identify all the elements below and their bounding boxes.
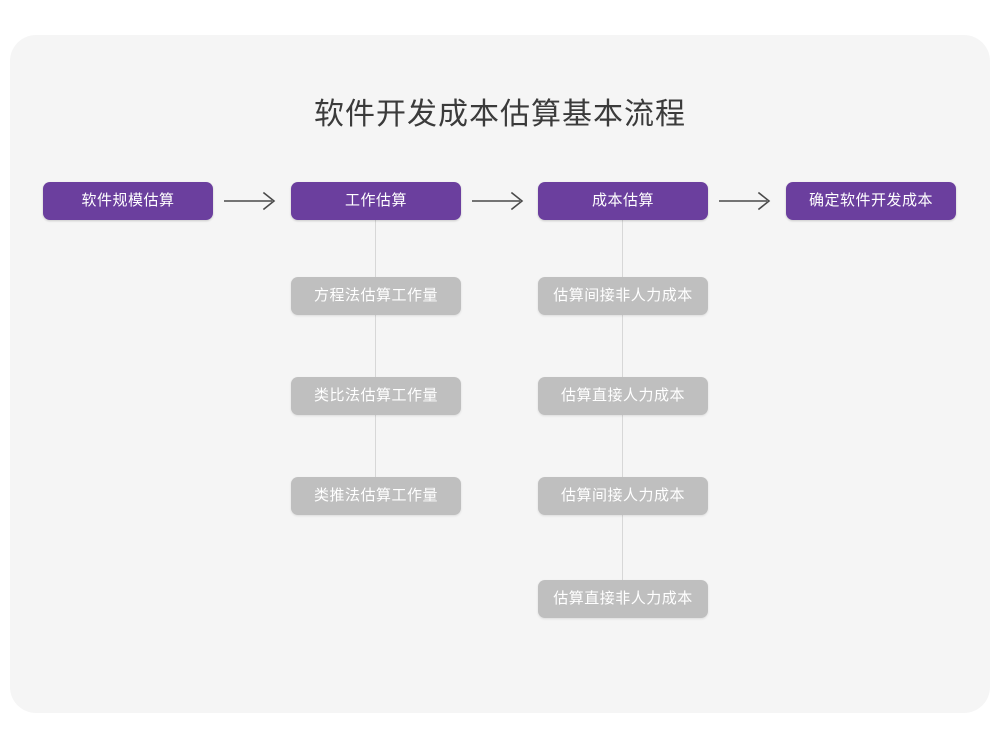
step-software-scale-estimation[interactable]: 软件规模估算	[43, 182, 213, 220]
substep-indirect-nonlabor-cost[interactable]: 估算间接非人力成本	[538, 277, 708, 315]
step-label: 确定软件开发成本	[808, 192, 933, 209]
step-effort-estimation[interactable]: 工作估算	[291, 182, 461, 220]
substep-inference-method-effort[interactable]: 类推法估算工作量	[291, 477, 461, 515]
substep-label: 估算直接非人力成本	[553, 590, 693, 607]
step-label: 成本估算	[591, 192, 654, 209]
substep-direct-nonlabor-cost[interactable]: 估算直接非人力成本	[538, 580, 708, 618]
substep-label: 类比法估算工作量	[313, 387, 438, 404]
substep-label: 方程法估算工作量	[313, 287, 438, 304]
step-cost-estimation[interactable]: 成本估算	[538, 182, 708, 220]
substep-equation-method-effort[interactable]: 方程法估算工作量	[291, 277, 461, 315]
connector-line-effort	[375, 220, 376, 498]
step-label: 软件规模估算	[81, 192, 175, 209]
substep-label: 估算直接人力成本	[560, 387, 685, 404]
substep-label: 类推法估算工作量	[313, 487, 438, 504]
substep-indirect-labor-cost[interactable]: 估算间接人力成本	[538, 477, 708, 515]
substep-analogy-method-effort[interactable]: 类比法估算工作量	[291, 377, 461, 415]
substep-label: 估算间接非人力成本	[553, 287, 693, 304]
arrow-right-icon	[717, 190, 779, 212]
page-title: 软件开发成本估算基本流程	[314, 98, 686, 131]
arrow-right-icon	[222, 190, 284, 212]
step-determine-development-cost[interactable]: 确定软件开发成本	[786, 182, 956, 220]
arrow-right-icon	[470, 190, 532, 212]
substep-label: 估算间接人力成本	[560, 487, 685, 504]
diagram-canvas	[10, 35, 990, 713]
substep-direct-labor-cost[interactable]: 估算直接人力成本	[538, 377, 708, 415]
step-label: 工作估算	[344, 192, 407, 209]
